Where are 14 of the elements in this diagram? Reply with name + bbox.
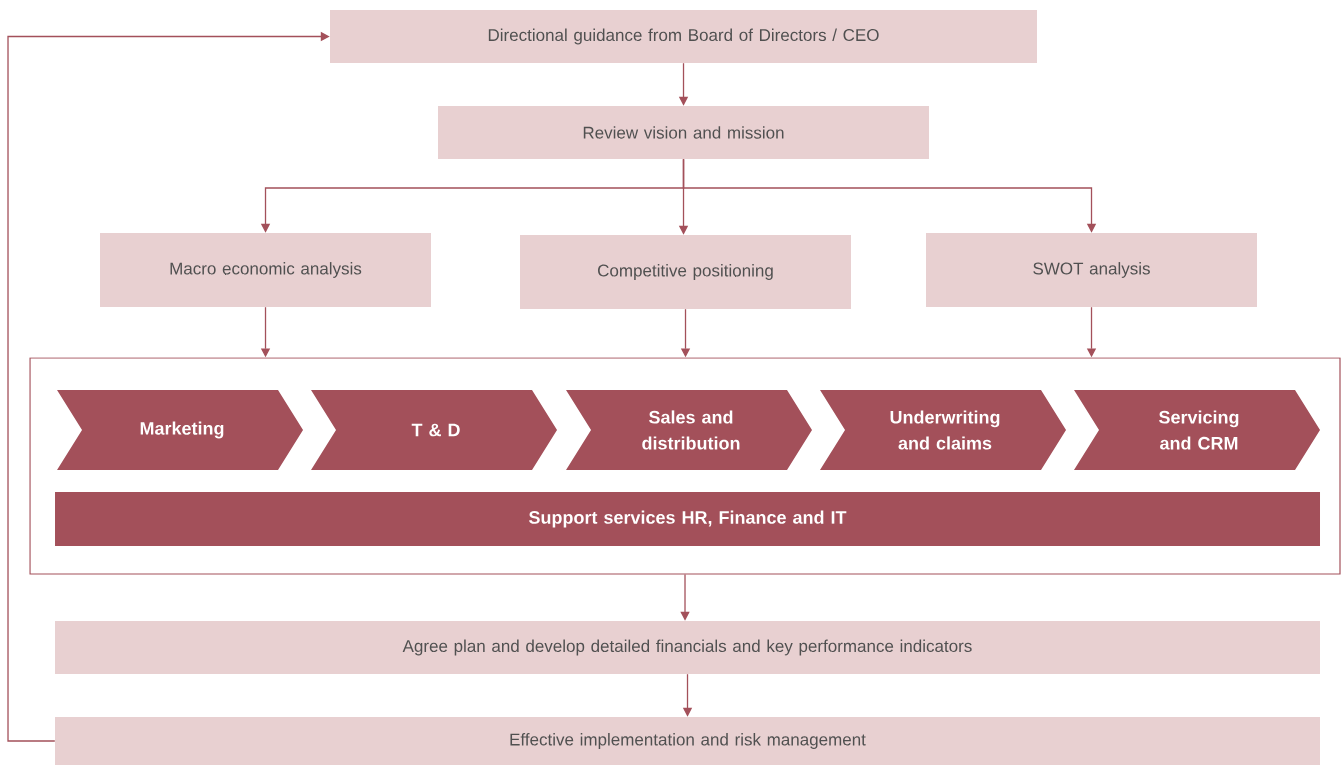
process-step: Sales and distribution xyxy=(566,390,812,470)
process-box: Agree plan and develop detailed financials and key performance indicators xyxy=(55,621,1320,674)
frame-box xyxy=(29,357,1341,575)
process-box: Macro economic analysis xyxy=(100,233,431,307)
support-bar: Support services HR, Finance and IT xyxy=(55,492,1320,546)
process-box: Directional guidance from Board of Directors / CEO xyxy=(330,10,1037,63)
process-step: Underwriting and claims xyxy=(820,390,1066,470)
process-box: Effective implementation and risk management xyxy=(55,717,1320,765)
process-step: T & D xyxy=(311,390,557,470)
process-box: Review vision and mission xyxy=(438,106,929,159)
process-step: Servicing and CRM xyxy=(1074,390,1320,470)
process-step: Marketing xyxy=(57,390,303,470)
process-box: Competitive positioning xyxy=(520,235,851,309)
process-box: SWOT analysis xyxy=(926,233,1257,307)
